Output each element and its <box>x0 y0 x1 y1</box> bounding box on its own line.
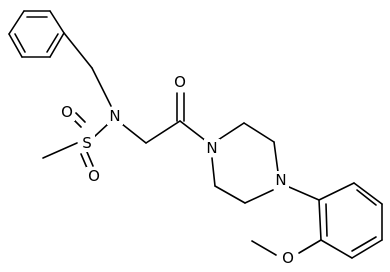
atom-oxygen-methoxy: O <box>280 249 296 267</box>
bond <box>244 189 274 204</box>
bond <box>351 239 383 259</box>
atom-nitrogen-piperazine-aryl: N <box>273 171 289 189</box>
atom-label: O <box>174 73 186 91</box>
atom-nitrogen-piperazine-amide: N <box>204 139 220 157</box>
bond <box>49 32 65 58</box>
atom-labels: N S O O O N N <box>59 73 296 267</box>
bond <box>251 240 277 256</box>
bond <box>121 123 147 144</box>
bond <box>93 123 109 138</box>
bond <box>214 185 246 204</box>
bond-lines <box>8 10 383 259</box>
atom-oxygen-sulfonyl-top: O <box>59 103 75 121</box>
bond <box>211 157 216 187</box>
bond <box>75 112 86 123</box>
atom-oxygen-sulfonyl-bottom: O <box>86 167 102 185</box>
atom-label: S <box>82 134 92 152</box>
bond <box>46 33 59 53</box>
atom-label: O <box>88 167 100 185</box>
bond <box>91 67 112 107</box>
bond <box>320 239 353 259</box>
atom-sulfur: S <box>79 132 95 152</box>
bond <box>356 189 377 206</box>
bond <box>243 122 275 143</box>
atom-label: N <box>275 171 286 189</box>
bond <box>351 236 377 252</box>
bond <box>217 122 245 141</box>
bond <box>179 120 207 142</box>
bond <box>288 186 320 201</box>
atom-label: O <box>282 249 294 267</box>
atom-label: O <box>61 103 73 121</box>
bond <box>318 199 322 241</box>
bond <box>325 203 328 237</box>
atom-label: N <box>109 107 120 125</box>
atom-oxygen-carbonyl: O <box>172 73 188 91</box>
bond <box>14 33 26 53</box>
bond <box>145 120 181 144</box>
bond <box>80 153 88 169</box>
bond <box>8 33 23 58</box>
bond <box>63 32 93 69</box>
bond <box>318 182 355 201</box>
bond <box>49 10 65 34</box>
atom-nitrogen-sulfonamide: N <box>107 107 123 125</box>
bond <box>353 182 383 205</box>
bond <box>8 10 25 35</box>
atom-label: N <box>206 139 217 157</box>
bond <box>86 151 94 167</box>
bond <box>273 141 279 173</box>
bond <box>298 239 322 254</box>
bond <box>42 142 78 159</box>
